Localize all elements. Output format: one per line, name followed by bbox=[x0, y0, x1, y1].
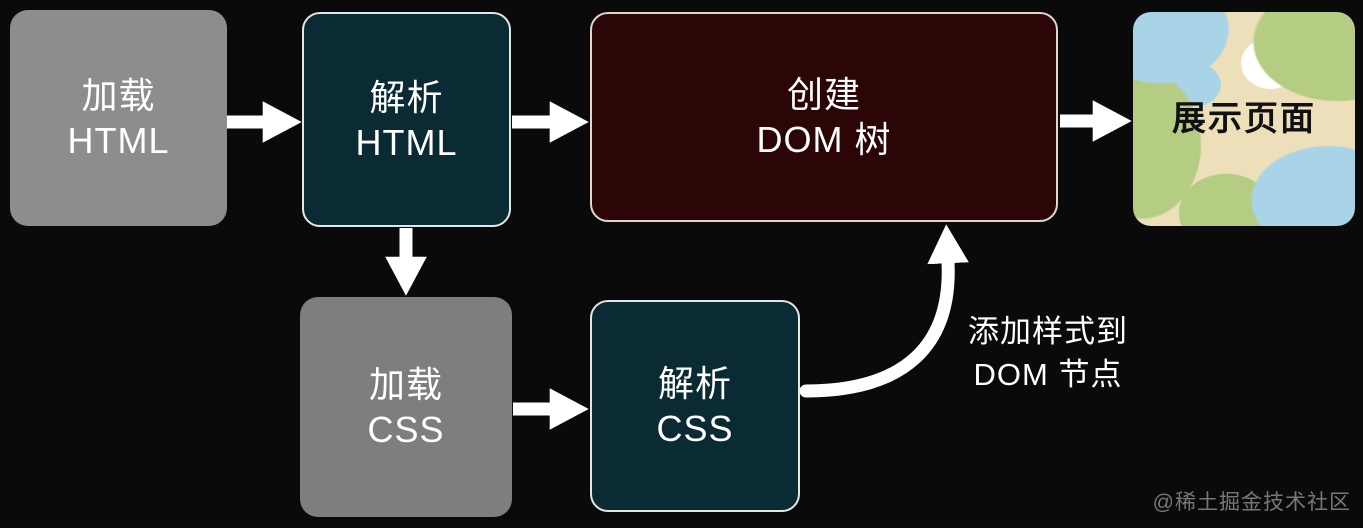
node-load-html-label-line2: HTML bbox=[67, 120, 170, 161]
annotation-add-style-to-dom: 添加样式到 DOM 节点 bbox=[948, 310, 1148, 397]
node-create-dom-tree-label-line2: DOM 树 bbox=[756, 119, 892, 160]
node-parse-css: 解析 CSS bbox=[590, 300, 800, 512]
watermark: @稀土掘金技术社区 bbox=[1152, 491, 1351, 514]
node-create-dom-tree: 创建 DOM 树 bbox=[590, 12, 1058, 222]
node-parse-css-label-line1: 解析 bbox=[657, 363, 732, 404]
node-load-html: 加载 HTML bbox=[10, 10, 227, 226]
annotation-add-style-line2: DOM 节点 bbox=[973, 357, 1123, 393]
node-parse-css-label-line2: CSS bbox=[656, 408, 734, 449]
node-parse-html: 解析 HTML bbox=[302, 12, 511, 227]
node-display-page-label: 展示页面 bbox=[1172, 99, 1316, 138]
node-parse-html-label-line1: 解析 bbox=[369, 76, 444, 118]
node-load-css: 加载 CSS bbox=[300, 297, 512, 517]
arrow-parse-css-to-create-dom-tree bbox=[799, 224, 969, 398]
node-create-dom-tree-label-line1: 创建 bbox=[786, 74, 861, 115]
node-load-html-label-line1: 加载 bbox=[81, 75, 156, 116]
node-display-page: 展示页面 bbox=[1133, 12, 1355, 226]
node-load-css-label-line1: 加载 bbox=[368, 364, 443, 405]
node-parse-html-label-line2: HTML bbox=[355, 121, 458, 163]
node-load-css-label-line2: CSS bbox=[367, 409, 445, 450]
annotation-add-style-line1: 添加样式到 bbox=[968, 314, 1128, 349]
